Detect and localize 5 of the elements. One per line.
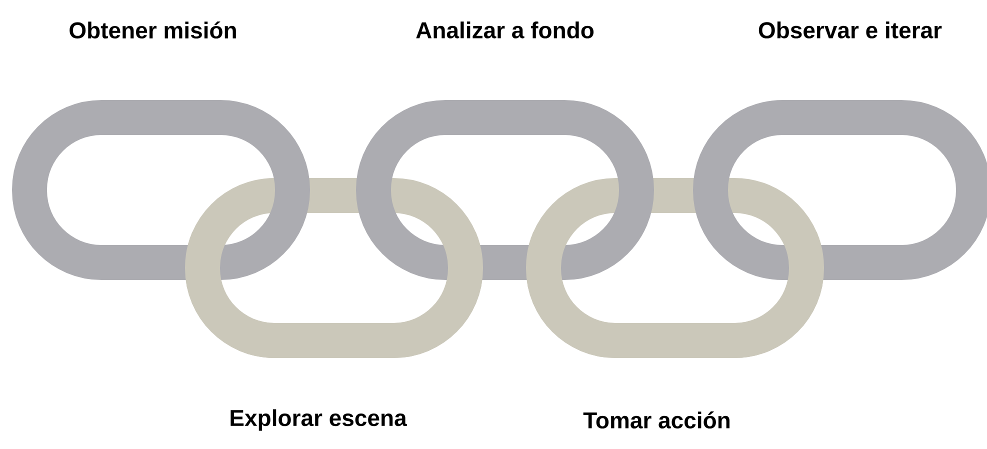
link-label: Tomar acción <box>583 411 730 429</box>
link-label: Explorar escena <box>230 409 407 431</box>
link-label: Obtener misión <box>70 21 236 39</box>
link-label: Observar e iterar <box>758 22 942 38</box>
link-label: Analizar a fondo <box>416 22 594 38</box>
